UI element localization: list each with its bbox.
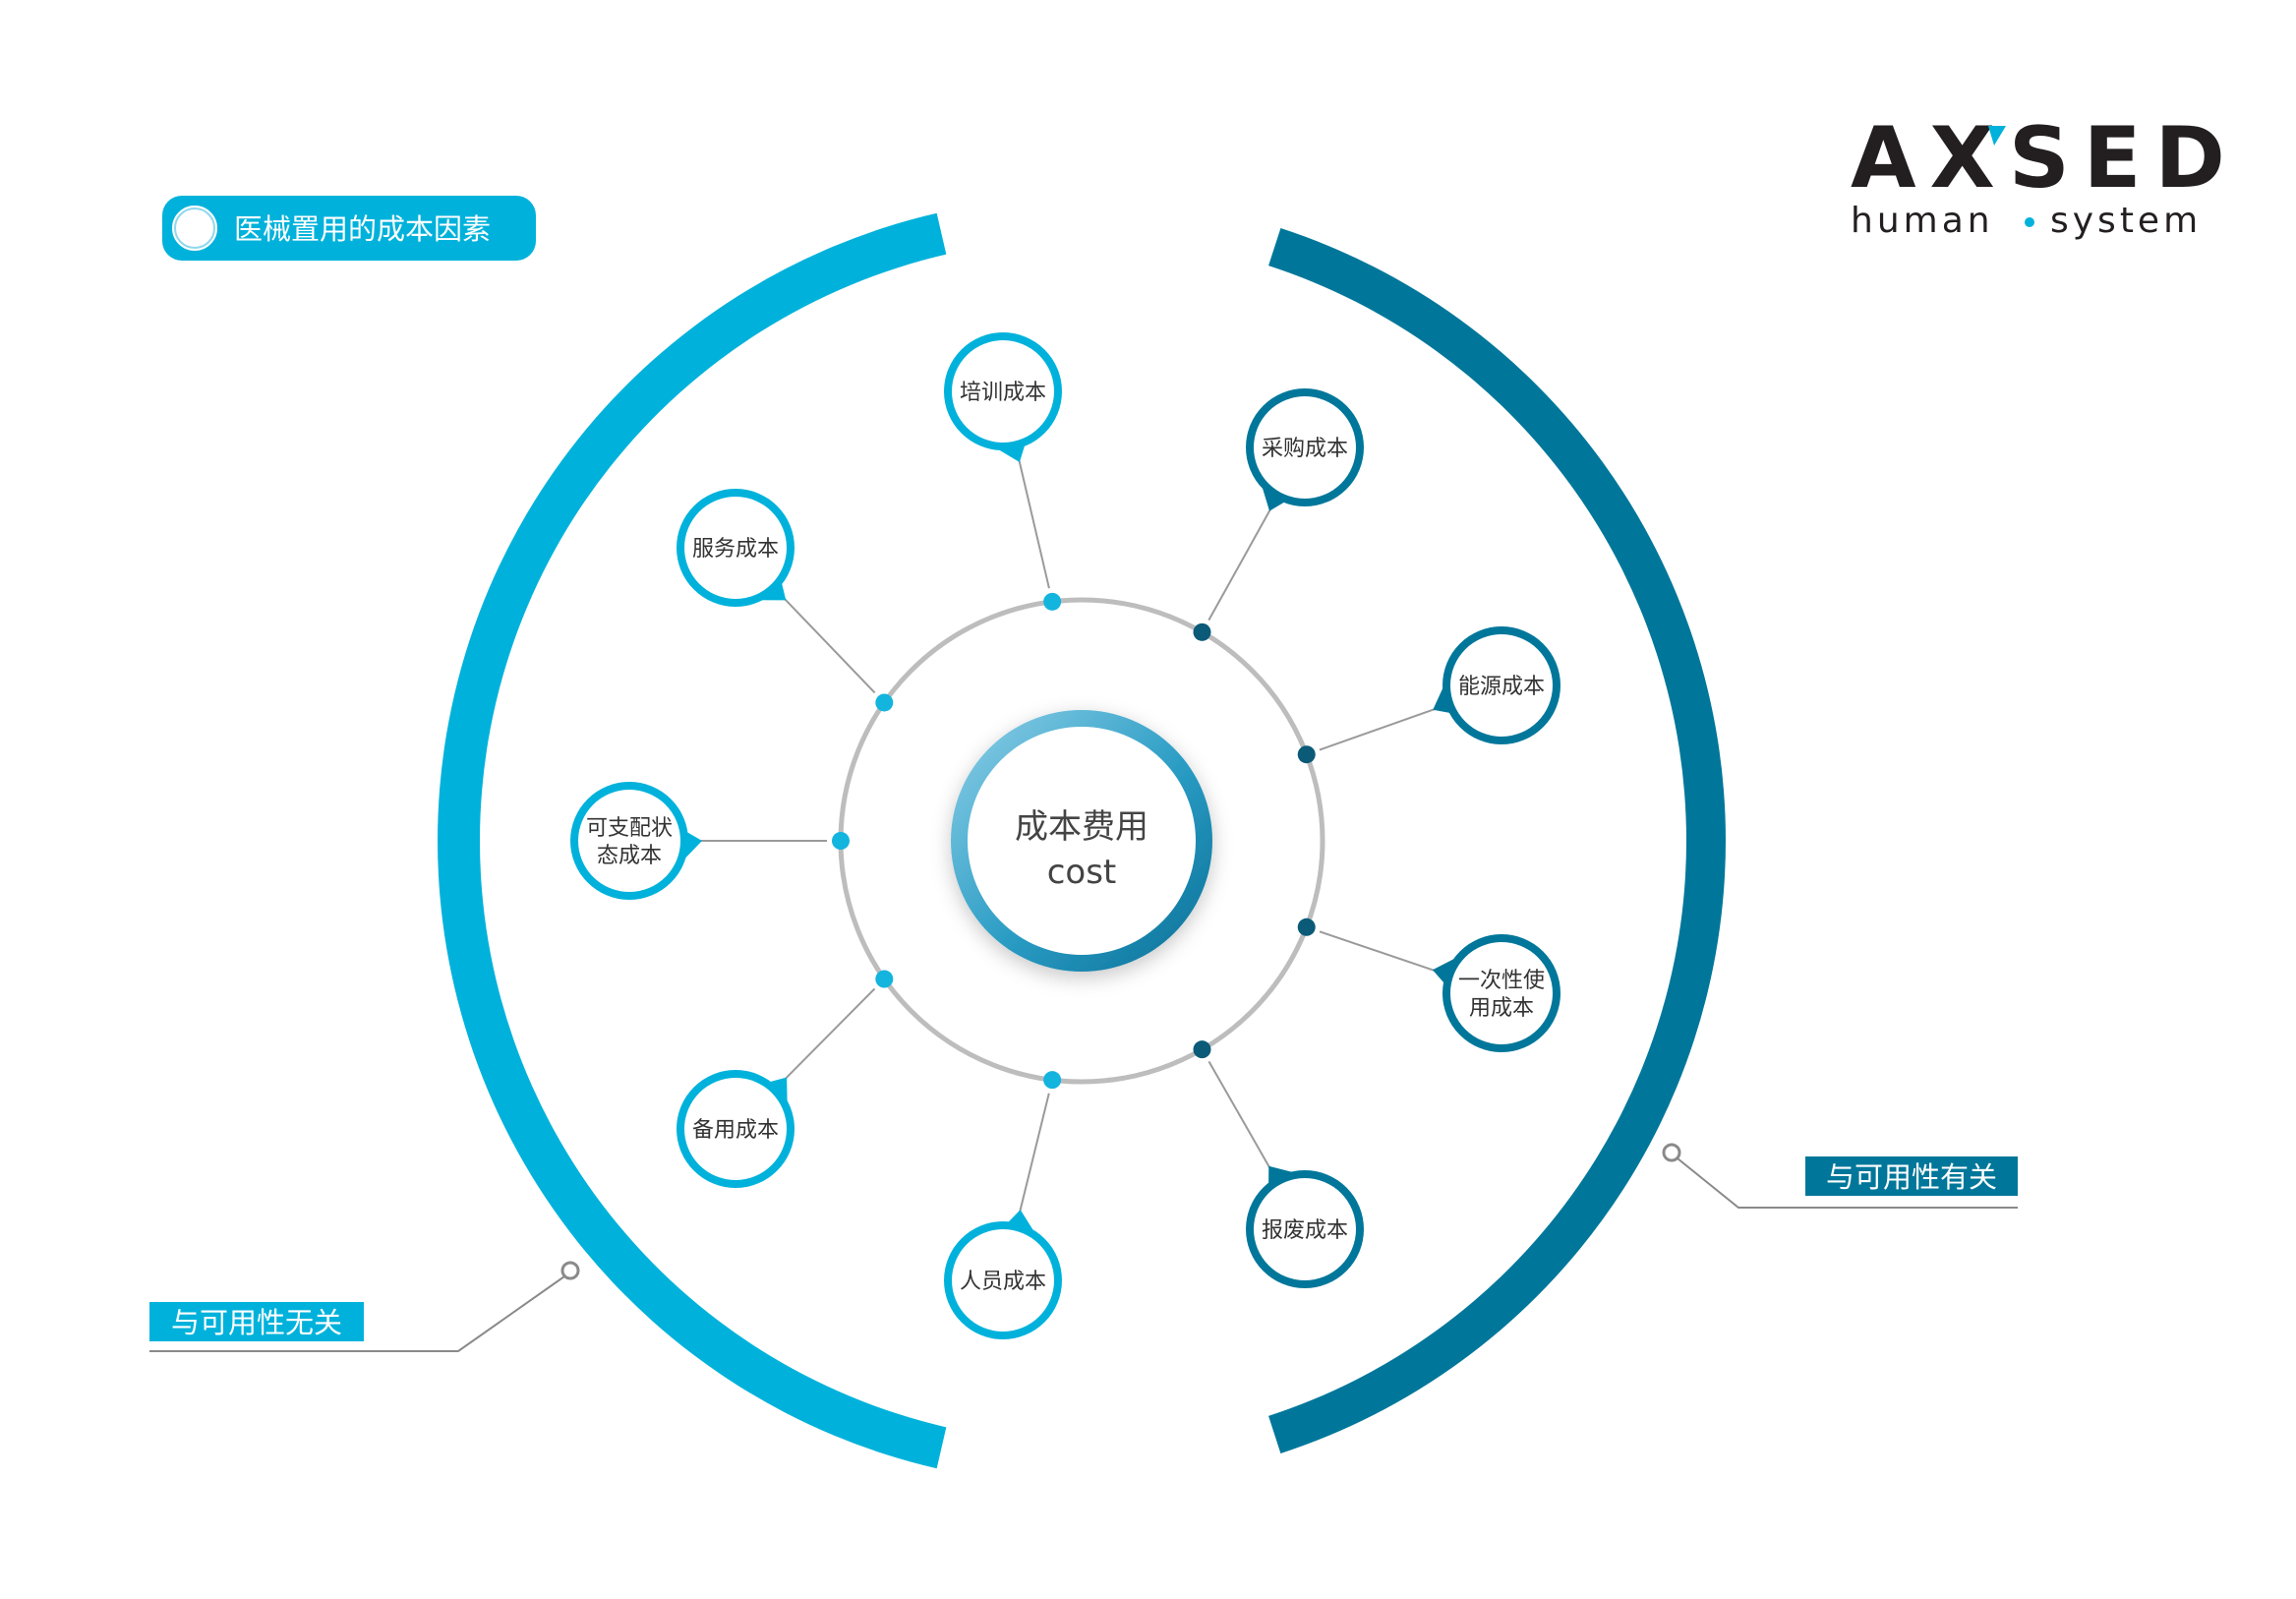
node-label-dispatch: 可支配状 — [586, 816, 673, 841]
connector-service — [784, 598, 876, 694]
logo-dot — [2025, 217, 2034, 227]
node-label-service: 服务成本 — [692, 537, 779, 562]
connector-personnel — [1019, 1093, 1050, 1213]
node-label-energy: 能源成本 — [1458, 675, 1545, 699]
right-group-arc — [1268, 228, 1726, 1453]
connectors — [700, 459, 1436, 1213]
logo-accent-mark — [1988, 126, 2006, 146]
logo-brand: AXSED — [1851, 109, 2239, 207]
node-label-scrap: 报废成本 — [1262, 1218, 1348, 1243]
right-group-label: 与可用性有关 — [1826, 1160, 1997, 1194]
ring-dot-service — [875, 693, 894, 712]
node-training: 培训成本 — [944, 332, 1062, 463]
connector-standby — [785, 987, 876, 1080]
left-group-arc — [437, 212, 947, 1469]
node-label-disposable: 用成本 — [1469, 996, 1534, 1021]
connector-training — [1018, 459, 1050, 589]
center-label-en: cost — [1047, 853, 1117, 892]
node-purchase: 采购成本 — [1246, 388, 1364, 511]
node-standby: 备用成本 — [677, 1070, 795, 1188]
title-tag: 医械置用的成本因素 — [162, 196, 536, 261]
node-label-dispatch: 态成本 — [597, 844, 662, 868]
connector-purchase — [1207, 508, 1271, 622]
center-label-cn: 成本费用 — [1015, 807, 1148, 847]
ring-dot-training — [1043, 592, 1062, 611]
ring-dot-dispatch — [832, 832, 850, 850]
axsed-logo: AXSED human system — [1851, 109, 2239, 241]
ring-dot-purchase — [1193, 622, 1211, 641]
node-label-training: 培训成本 — [960, 381, 1046, 405]
left-group-label: 与可用性无关 — [171, 1306, 342, 1339]
left-callout-pin — [560, 1261, 580, 1280]
node-energy: 能源成本 — [1433, 626, 1560, 744]
left-group-callout: 与可用性无关 — [149, 1261, 580, 1352]
logo-tagline-right: system — [2050, 201, 2202, 241]
node-label-standby: 备用成本 — [692, 1118, 779, 1143]
right-group-callout: 与可用性有关 — [1662, 1143, 2018, 1209]
ring-dot-personnel — [1043, 1071, 1062, 1090]
center-node: 成本费用 cost — [951, 710, 1212, 972]
right-callout-pin — [1662, 1143, 1681, 1162]
ring-dot-standby — [875, 970, 894, 988]
node-label-personnel: 人员成本 — [960, 1270, 1046, 1294]
ring-dots — [832, 592, 1316, 1090]
title-tag-label: 医械置用的成本因素 — [234, 212, 491, 246]
ring-dot-energy — [1297, 745, 1316, 764]
logo-tagline-left: human — [1851, 201, 1994, 241]
ring-dot-disposable — [1297, 918, 1316, 936]
node-label-disposable: 一次性使 — [1458, 969, 1545, 993]
node-service: 服务成本 — [677, 489, 795, 607]
node-label-purchase: 采购成本 — [1262, 437, 1348, 461]
ring-dot-scrap — [1193, 1040, 1211, 1059]
node-scrap: 报废成本 — [1246, 1165, 1364, 1288]
connector-scrap — [1207, 1060, 1271, 1168]
connector-disposable — [1319, 930, 1436, 972]
title-tag-circle-icon — [172, 206, 217, 251]
connector-energy — [1319, 708, 1436, 751]
node-personnel: 人员成本 — [944, 1210, 1062, 1339]
